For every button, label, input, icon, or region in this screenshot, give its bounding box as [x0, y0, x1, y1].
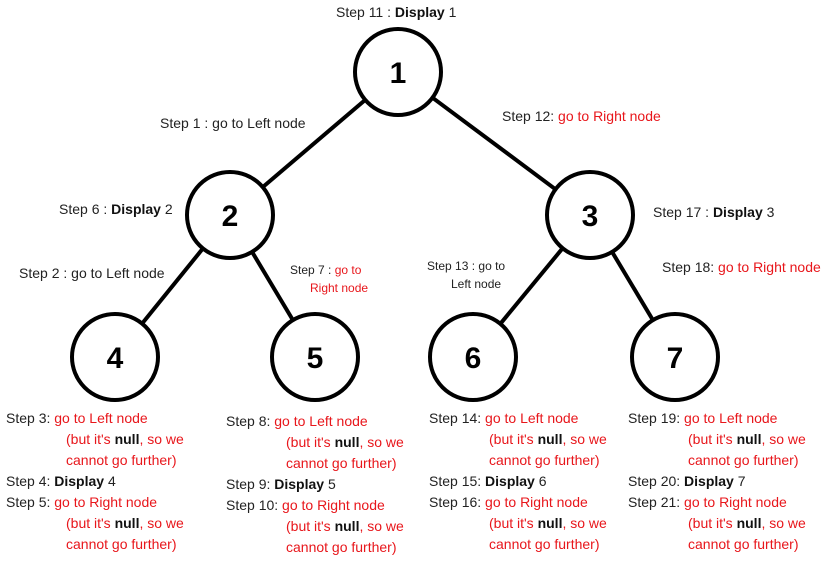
step-18-label: Step 18: go to Right node: [662, 259, 821, 275]
edge-1-2: [261, 98, 367, 189]
step-12-label: Step 12: go to Right node: [502, 108, 661, 124]
step-6-label: Step 6 : Display 2: [59, 201, 173, 217]
leaf-5-steps: Step 8: go to Left node (but it's null, …: [226, 413, 404, 555]
node-5-label: 5: [307, 342, 324, 375]
edge-3-7: [610, 250, 655, 322]
step-2-label: Step 2 : go to Left node: [19, 265, 165, 281]
leaf-4-steps: Step 3: go to Left node (but it's null, …: [6, 410, 184, 552]
node-6-label: 6: [465, 342, 482, 375]
node-5-circle: [270, 312, 360, 402]
node-4-label: 4: [107, 342, 124, 375]
node-1-circle: [353, 27, 443, 117]
leaf-6-steps: Step 14: go to Left node (but it's null,…: [429, 410, 607, 552]
leaf-7-steps: Step 19: go to Left node (but it's null,…: [628, 410, 806, 552]
node-1-label: 1: [390, 57, 407, 90]
node-3-label: 3: [582, 200, 599, 233]
node-4-circle: [70, 312, 160, 402]
tree-nodes: 1 2 3 4 5 6 7: [70, 27, 720, 402]
edge-2-5: [250, 250, 295, 322]
node-2-circle: [185, 170, 275, 260]
edge-1-3: [431, 96, 557, 191]
step-11-label: Step 11 : Display 1: [336, 4, 457, 20]
edge-2-4: [140, 247, 205, 325]
step-7-label: Step 7 : go to Right node: [290, 263, 369, 295]
node-7-label: 7: [667, 342, 684, 375]
edge-3-6: [498, 246, 565, 326]
step-13-label: Step 13 : go to Left node: [427, 259, 506, 291]
node-2-label: 2: [222, 200, 239, 233]
tree-edges: [140, 96, 655, 326]
node-7-circle: [630, 312, 720, 402]
step-17-label: Step 17 : Display 3: [653, 204, 775, 220]
step-1-label: Step 1 : go to Left node: [160, 115, 306, 131]
node-6-circle: [428, 312, 518, 402]
node-3-circle: [545, 170, 635, 260]
